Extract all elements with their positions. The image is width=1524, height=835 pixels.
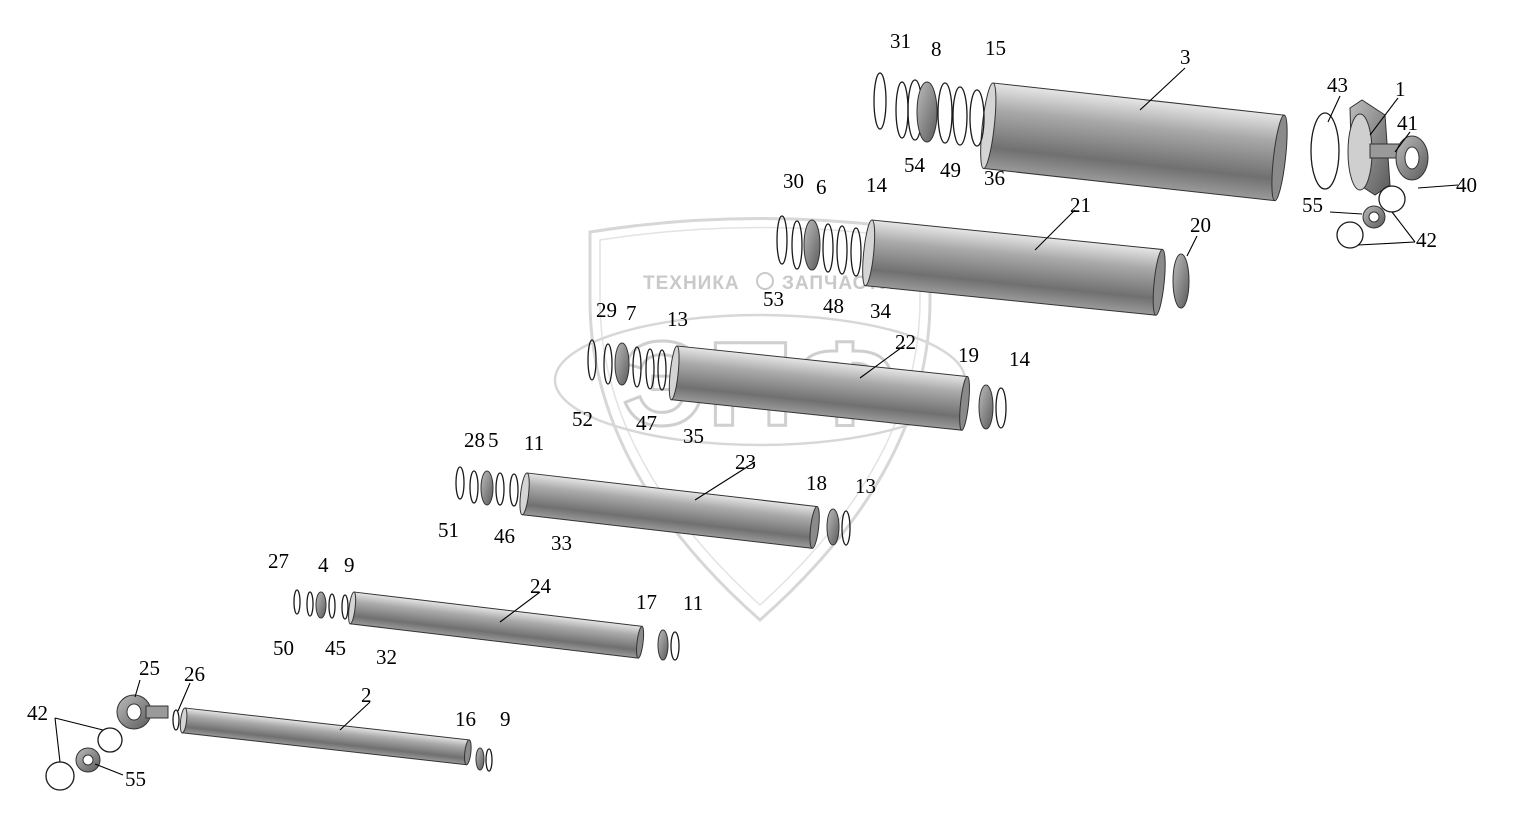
- callout-52: 52: [572, 407, 593, 431]
- callout-35: 35: [683, 424, 704, 448]
- callout-7: 7: [626, 301, 637, 325]
- callout-46: 46: [494, 524, 515, 548]
- callout-22: 22: [895, 330, 916, 354]
- callout-47: 47: [636, 411, 657, 435]
- callout-31: 31: [890, 29, 911, 53]
- gear-icon: [756, 272, 774, 290]
- callout-2: 2: [361, 683, 372, 707]
- callout-24: 24: [530, 574, 552, 598]
- tube-21: [862, 219, 1166, 316]
- callout-13-a: 13: [667, 307, 688, 331]
- cap-part-1: [1336, 99, 1429, 249]
- callout-50: 50: [273, 636, 294, 660]
- callout-32: 32: [376, 645, 397, 669]
- callout-15: 15: [985, 36, 1006, 60]
- callout-42-top: 42: [1416, 228, 1437, 252]
- tube-3: [980, 82, 1288, 202]
- callout-14-b: 14: [1009, 347, 1031, 371]
- callout-23: 23: [735, 450, 756, 474]
- callout-16: 16: [455, 707, 476, 731]
- tube-24: [348, 591, 645, 659]
- callout-8: 8: [931, 37, 942, 61]
- callout-25: 25: [139, 656, 160, 680]
- callout-9-a: 9: [344, 553, 355, 577]
- callout-19: 19: [958, 343, 979, 367]
- ring-set-top: [873, 72, 985, 147]
- callout-48: 48: [823, 294, 844, 318]
- callout-28: 28: [464, 428, 485, 452]
- callout-33: 33: [551, 531, 572, 555]
- callout-42-bottom: 42: [27, 701, 48, 725]
- tube-22: [668, 345, 970, 431]
- callout-29: 29: [596, 298, 617, 322]
- callout-4: 4: [318, 553, 329, 577]
- tube-2: [179, 707, 472, 766]
- callout-6: 6: [816, 175, 827, 199]
- callout-55-top: 55: [1302, 193, 1323, 217]
- callout-40: 40: [1456, 173, 1477, 197]
- callout-18: 18: [806, 471, 827, 495]
- tube-23: [519, 472, 820, 549]
- callout-27: 27: [268, 549, 289, 573]
- callout-5: 5: [488, 428, 499, 452]
- callout-41: 41: [1397, 111, 1418, 135]
- callout-36: 36: [984, 166, 1005, 190]
- callout-34: 34: [870, 299, 892, 323]
- leader-lines: [54, 67, 1459, 776]
- callout-9-b: 9: [500, 707, 511, 731]
- callout-51: 51: [438, 518, 459, 542]
- callout-54: 54: [904, 153, 926, 177]
- ring-set-2: [776, 215, 862, 277]
- callout-45: 45: [325, 636, 346, 660]
- callout-53: 53: [763, 287, 784, 311]
- ring-set-5: [293, 589, 349, 620]
- callout-11-b: 11: [683, 591, 703, 615]
- callout-3: 3: [1180, 45, 1191, 69]
- callout-20: 20: [1190, 213, 1211, 237]
- callout-14-a: 14: [866, 173, 888, 197]
- callout-17: 17: [636, 590, 657, 614]
- callout-11-a: 11: [524, 431, 544, 455]
- callout-49: 49: [940, 158, 961, 182]
- ring-set-4: [455, 466, 519, 507]
- end-rings: [475, 112, 1340, 772]
- callout-13-b: 13: [855, 474, 876, 498]
- callouts: 31 8 15 3 43 1 41 40 55 42 54 49 36 30 6…: [27, 29, 1477, 791]
- eye-part-25: [45, 694, 180, 791]
- callout-26: 26: [184, 662, 205, 686]
- callout-1: 1: [1395, 77, 1406, 101]
- ring-set-3: [587, 339, 667, 391]
- callout-30: 30: [783, 169, 804, 193]
- callout-21: 21: [1070, 193, 1091, 217]
- watermark-left-text: ТЕХНИКА: [643, 273, 740, 294]
- callout-43: 43: [1327, 73, 1348, 97]
- callout-55-bottom: 55: [125, 767, 146, 791]
